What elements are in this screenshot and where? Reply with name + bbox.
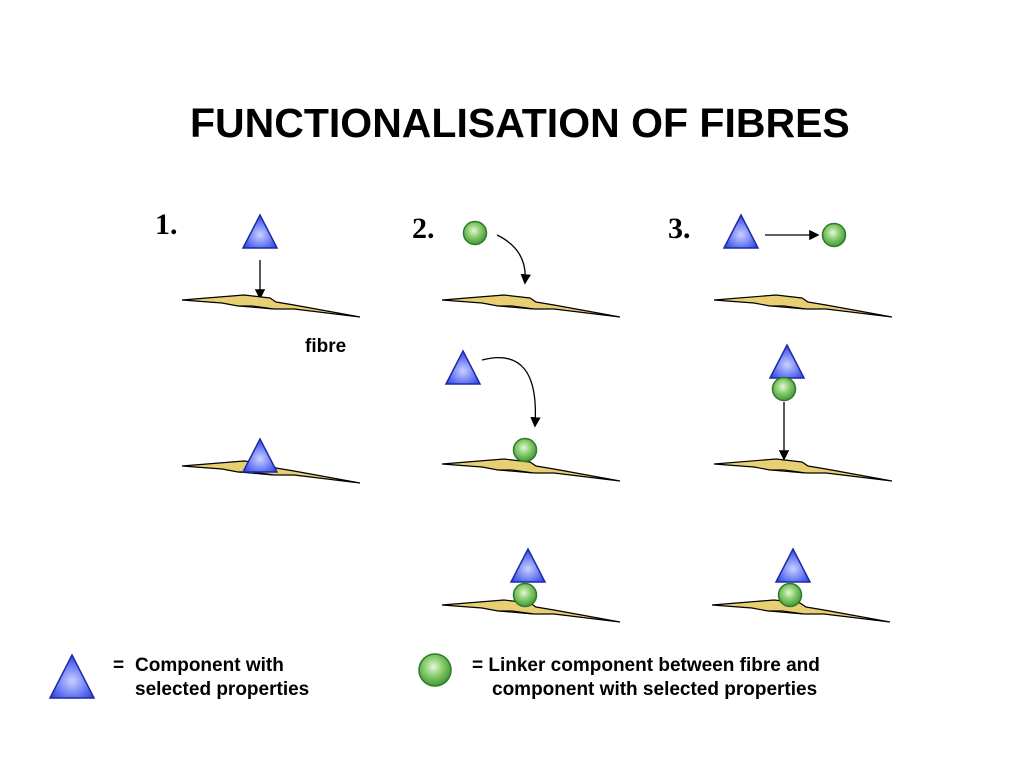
curved-arrow [481,356,541,428]
fibre-shape [181,294,361,318]
linker-circle-icon [462,220,488,246]
step-number-2: 2. [412,212,435,245]
legend-triangle-line1: Component with [135,655,284,676]
legend-triangle-equals: = [113,655,125,676]
component-triangle-icon [723,214,759,249]
legend-circle-line1: = Linker component between fibre and [472,655,820,676]
legend-circle-line2: component with selected properties [492,679,818,700]
attached-triangle-icon [242,438,278,473]
linker-circle-icon [821,222,847,248]
step-number-1: 1. [155,208,178,241]
attached-circle-icon [512,437,538,463]
fibre-shape [441,458,621,482]
attached-circle-icon [777,582,803,608]
fibre-shape [713,294,893,318]
attached-circle-icon [512,582,538,608]
fibre-shape [441,294,621,318]
step-number-3: 3. [668,212,691,245]
legend-triangle-icon [48,653,96,699]
fibre-shape [713,458,893,482]
component-triangle-icon [242,214,278,249]
step1-group [181,214,361,484]
attached-triangle-icon [775,548,811,583]
fibre-shape [711,599,891,623]
legend-icons [48,653,452,699]
step2-group [441,220,621,623]
bound-triangle-icon [769,344,805,379]
attached-triangle-icon [510,548,546,583]
curved-arrow [496,234,531,285]
fibre-label: fibre [305,336,347,357]
component-triangle-icon [445,350,481,385]
page-title: FUNCTIONALISATION OF FIBRES [190,100,850,146]
bound-circle-icon [771,376,797,402]
step3-group [711,214,893,623]
legend-circle-icon [418,653,452,687]
legend-triangle-line2: selected properties [135,679,310,700]
